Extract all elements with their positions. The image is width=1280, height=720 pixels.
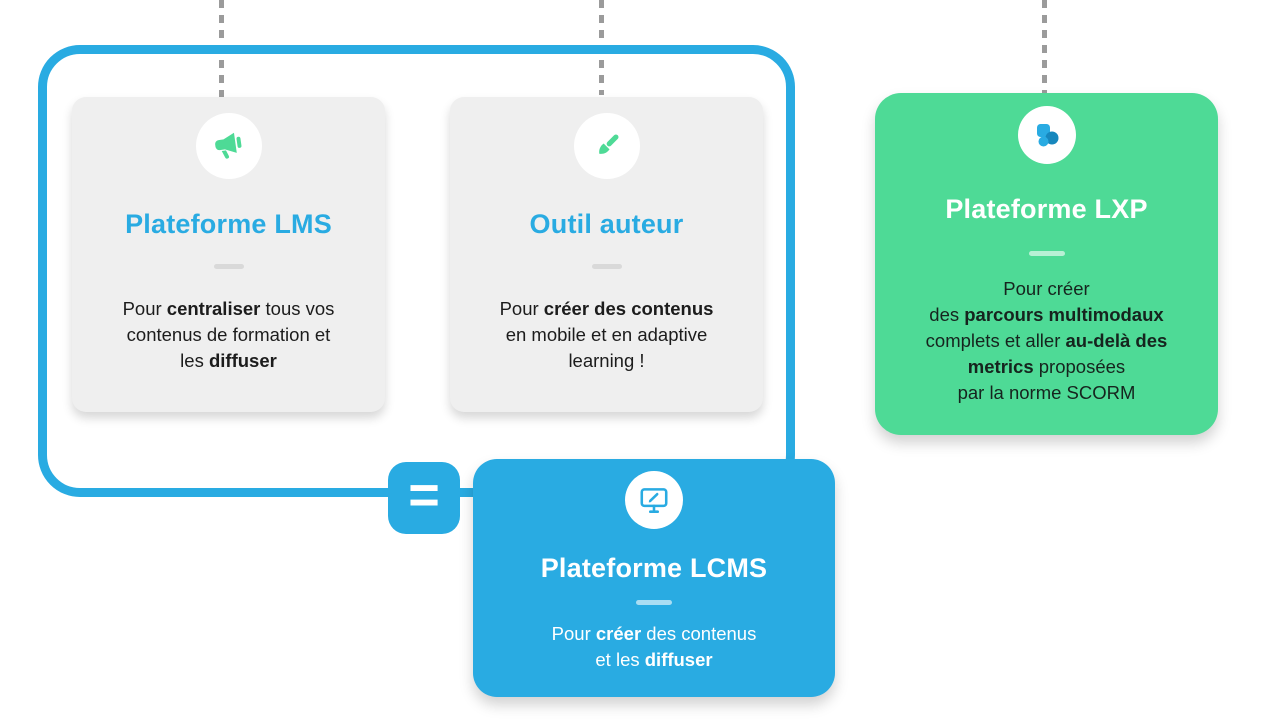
card-lxp-title: Plateforme LXP (945, 194, 1148, 224)
divider (591, 264, 622, 269)
card-lcms-title: Plateforme LCMS (540, 553, 768, 583)
divider (636, 600, 672, 605)
monitor-paintbrush-icon (625, 471, 683, 529)
layered-shapes-icon (1017, 106, 1076, 164)
paintbrush-icon (573, 113, 640, 179)
megaphone-icon (195, 113, 262, 179)
divider (213, 264, 244, 269)
equals-badge: = (388, 462, 460, 534)
card-auteur-title: Outil auteur (529, 209, 684, 239)
card-lms-title: Plateforme LMS (125, 209, 332, 239)
dashed-connector-lxp (1042, 0, 1047, 94)
card-lms: Plateforme LMS Pour centraliser tous vos… (72, 97, 385, 412)
divider (1028, 251, 1065, 256)
equals-symbol: = (408, 465, 440, 525)
